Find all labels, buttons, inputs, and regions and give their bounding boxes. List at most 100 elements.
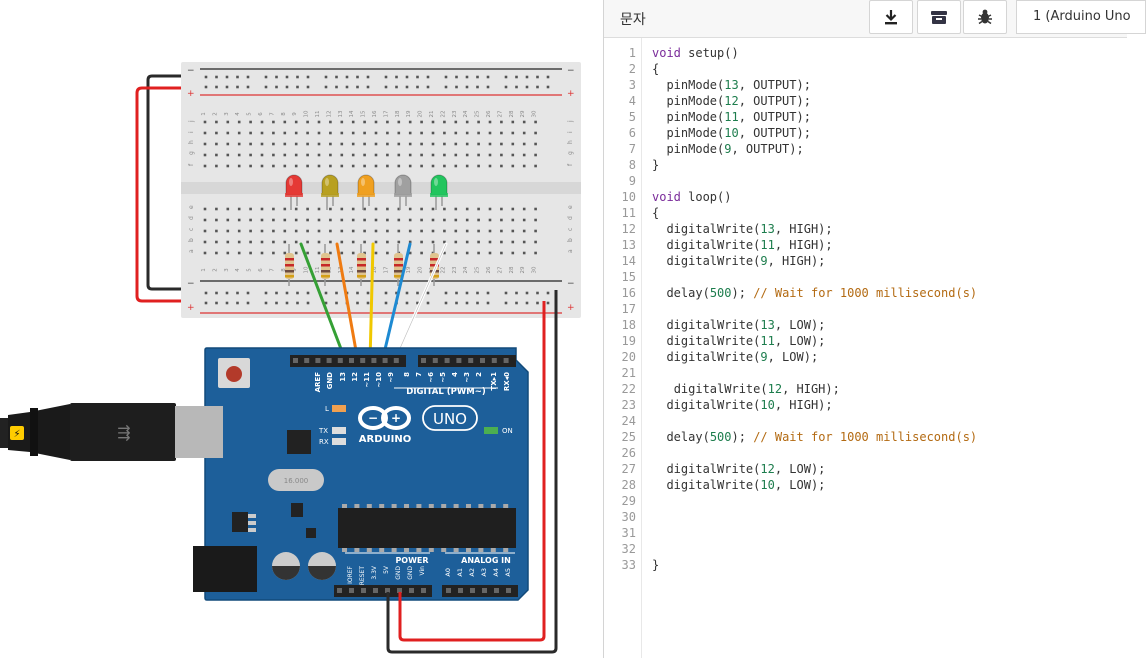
hole bbox=[335, 75, 338, 79]
led-base bbox=[430, 193, 448, 197]
code-line[interactable]: digitalWrite(10, HIGH); bbox=[652, 397, 833, 413]
code-token: 13 bbox=[760, 222, 775, 236]
code-line[interactable]: digitalWrite(10, LOW); bbox=[652, 477, 825, 493]
editor-mode-label[interactable]: 문자 bbox=[620, 12, 646, 28]
line-number: 11 bbox=[621, 206, 636, 220]
hole bbox=[203, 251, 207, 255]
column-number: 4 bbox=[235, 268, 241, 272]
code-line[interactable]: { bbox=[652, 205, 659, 221]
circuit-canvas[interactable]: −−−−++++11223344556677889910101111121213… bbox=[0, 0, 603, 658]
hole bbox=[203, 240, 207, 244]
column-number: 26 bbox=[486, 110, 492, 117]
power-jack bbox=[193, 546, 257, 592]
hole bbox=[249, 229, 252, 233]
code-token: } bbox=[652, 558, 660, 572]
header-pin bbox=[304, 358, 310, 363]
hole bbox=[283, 229, 287, 233]
circuit-diagram[interactable]: −−−−++++11223344556677889910101111121213… bbox=[0, 0, 603, 658]
code-token: , HIGH); bbox=[774, 222, 833, 236]
hole bbox=[374, 142, 378, 146]
hole bbox=[454, 153, 458, 157]
code-line[interactable]: delay(500); // Wait for 1000 millisecond… bbox=[652, 285, 977, 301]
code-token: , HIGH); bbox=[767, 254, 826, 268]
hole bbox=[351, 240, 355, 244]
led-base bbox=[394, 193, 412, 197]
code-line[interactable]: pinMode(12, OUTPUT); bbox=[652, 93, 811, 109]
code-line[interactable]: digitalWrite(9, LOW); bbox=[652, 349, 818, 365]
hole bbox=[420, 240, 423, 244]
hole bbox=[397, 229, 401, 233]
signal-wire-outline bbox=[393, 243, 447, 363]
upload-button[interactable] bbox=[917, 0, 961, 34]
code-line[interactable]: digitalWrite(11, HIGH); bbox=[652, 237, 833, 253]
code-line[interactable]: digitalWrite(12, LOW); bbox=[652, 461, 825, 477]
header-pin bbox=[444, 358, 450, 363]
chip-pin bbox=[391, 548, 397, 552]
breadboard-center-channel bbox=[181, 182, 581, 194]
hole bbox=[226, 142, 230, 146]
header-pin bbox=[397, 588, 402, 593]
hole bbox=[260, 142, 264, 146]
hole bbox=[215, 164, 218, 168]
hole bbox=[386, 207, 389, 211]
hole bbox=[511, 251, 515, 255]
hole bbox=[500, 131, 503, 135]
hole bbox=[215, 240, 218, 244]
hole bbox=[534, 120, 537, 124]
code-token: , HIGH); bbox=[774, 398, 833, 412]
line-number: 12 bbox=[621, 222, 636, 236]
hole bbox=[420, 153, 423, 157]
code-line[interactable]: digitalWrite(11, LOW); bbox=[652, 333, 825, 349]
hole bbox=[329, 207, 332, 211]
code-line[interactable]: digitalWrite(9, HIGH); bbox=[652, 253, 825, 269]
hole bbox=[426, 85, 430, 89]
hole bbox=[283, 207, 287, 211]
hole bbox=[272, 120, 275, 124]
code-line[interactable]: digitalWrite(13, HIGH); bbox=[652, 221, 833, 237]
hole bbox=[477, 120, 480, 124]
code-line[interactable]: delay(500); // Wait for 1000 millisecond… bbox=[652, 429, 977, 445]
resistor-band bbox=[394, 264, 403, 267]
digital-pin-label: ~11 bbox=[363, 372, 371, 388]
debug-button[interactable] bbox=[963, 0, 1007, 34]
code-line[interactable]: pinMode(11, OUTPUT); bbox=[652, 109, 811, 125]
code-line[interactable]: pinMode(10, OUTPUT); bbox=[652, 125, 811, 141]
hole bbox=[476, 301, 479, 305]
header-pin bbox=[468, 358, 474, 363]
download-button[interactable] bbox=[869, 0, 913, 34]
hole bbox=[366, 75, 370, 79]
code-token: , LOW); bbox=[774, 462, 826, 476]
device-select[interactable]: 1 (Arduino Uno bbox=[1016, 0, 1146, 34]
column-number: 11 bbox=[315, 267, 321, 274]
hole bbox=[486, 85, 490, 89]
code-token: ); bbox=[731, 430, 754, 444]
code-line[interactable]: digitalWrite(13, LOW); bbox=[652, 317, 825, 333]
header-pin bbox=[293, 358, 298, 363]
code-token: , HIGH); bbox=[774, 238, 833, 252]
column-number: 3 bbox=[224, 268, 230, 272]
l-led bbox=[332, 405, 346, 412]
column-number: 16 bbox=[372, 110, 378, 117]
hole bbox=[317, 142, 321, 146]
code-line[interactable]: void setup() bbox=[652, 45, 739, 61]
column-number: 20 bbox=[418, 266, 424, 273]
hole bbox=[215, 218, 218, 222]
column-number: 3 bbox=[224, 112, 230, 116]
led-yellow bbox=[321, 174, 339, 196]
code-line[interactable]: } bbox=[652, 157, 659, 173]
hole bbox=[363, 207, 366, 211]
hole bbox=[477, 131, 480, 135]
hole bbox=[455, 75, 458, 79]
column-number: 22 bbox=[440, 111, 446, 118]
code-line[interactable]: void loop() bbox=[652, 189, 731, 205]
code-line[interactable]: pinMode(13, OUTPUT); bbox=[652, 77, 811, 93]
code-line[interactable]: { bbox=[652, 61, 659, 77]
chip-pin bbox=[379, 548, 385, 552]
column-number: 10 bbox=[304, 266, 310, 273]
line-number: 23 bbox=[621, 398, 636, 412]
hole bbox=[340, 251, 344, 255]
code-line[interactable]: } bbox=[652, 557, 659, 573]
code-line[interactable]: digitalWrite(12, HIGH); bbox=[652, 381, 840, 397]
code-line[interactable]: pinMode(9, OUTPUT); bbox=[652, 141, 803, 157]
